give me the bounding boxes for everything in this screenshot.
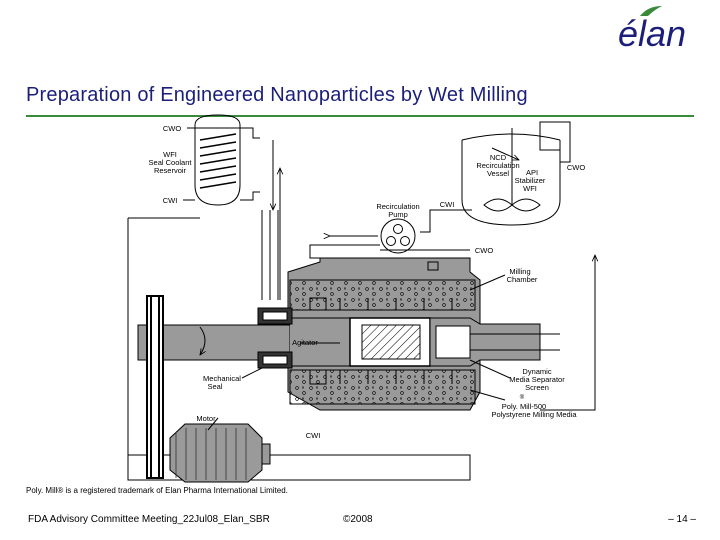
label-api-2: Stabilizer [515, 176, 546, 185]
label-milling-2: Chamber [507, 275, 538, 284]
chamber-inner-bottom [289, 369, 476, 405]
elan-logo: élan [604, 2, 714, 56]
label-wfi-3: Reservoir [154, 166, 187, 175]
agitator-rotor-hatch [361, 324, 421, 360]
label-cwo-right: CWO [567, 163, 585, 172]
label-media-2: Polystyrene Milling Media [491, 410, 577, 419]
outlet-pipe [470, 333, 560, 351]
mechanical-seal-bottom-inner [262, 355, 288, 365]
label-screen-2: Media Separator [509, 375, 565, 384]
leader-media-screen [469, 359, 511, 379]
label-media-1: Poly. Mill-500 [502, 402, 546, 411]
label-seal-1: Mechanical [203, 374, 241, 383]
label-ncd-1: NCD [490, 153, 507, 162]
label-screen-3: Screen [525, 383, 549, 392]
mechanical-seal-top-inner [262, 311, 288, 321]
seal-coolant-reservoir [194, 114, 241, 206]
leader-milling-chamber [469, 274, 506, 291]
label-ncd-3: Vessel [487, 169, 509, 178]
cwi-left-line [183, 191, 260, 201]
chamber-top-port [427, 261, 439, 271]
label-agitator: Agitator [292, 338, 318, 347]
label-milling-1: Milling [509, 267, 530, 276]
cwo-mid-line [309, 244, 470, 259]
recirculation-pump [380, 218, 416, 254]
label-wfi-2: Seal Coolant [149, 158, 193, 167]
label-seal-2: Seal [207, 382, 222, 391]
footer-page-number: – 14 – [668, 514, 696, 525]
label-cwi-mid: CWI [440, 200, 455, 209]
leader-media [469, 389, 506, 401]
cwo-right-line [539, 121, 571, 163]
drive-belt [146, 295, 164, 479]
chamber-inner-top [289, 279, 476, 311]
label-wfi-1: WFI [163, 150, 177, 159]
label-motor: Motor [196, 414, 216, 423]
footer-meeting: FDA Advisory Committee Meeting_22Jul08_E… [28, 514, 270, 525]
label-screen-1: Dynamic [522, 367, 551, 376]
motor [169, 423, 271, 483]
slide-title: Preparation of Engineered Nanoparticles … [26, 84, 528, 106]
logo-swoosh-icon [640, 6, 662, 16]
label-cwi-left: CWI [163, 196, 178, 205]
label-cwo-top: CWO [163, 124, 181, 133]
logo-wordmark: élan [618, 13, 686, 54]
cwo-top-line [187, 127, 260, 139]
label-api-1: API [526, 168, 538, 177]
rotation-arrow [200, 326, 205, 355]
footer-copyright: ©2008 [343, 514, 373, 525]
return-line [540, 255, 596, 411]
label-cwi-bottom: CWI [306, 431, 321, 440]
label-pump-2: Pump [388, 210, 408, 219]
seal-coolant-lines [261, 210, 279, 300]
trademark-note: Poly. Mill® is a registered trademark of… [26, 486, 288, 495]
screen-inner [435, 325, 471, 359]
label-api-3: WFI [523, 184, 537, 193]
label-ncd-2: Recirculation [476, 161, 519, 170]
title-rule [26, 115, 694, 117]
leader-motor [207, 417, 219, 431]
label-media-mark: ® [520, 394, 525, 401]
rotor-tabs [309, 297, 453, 385]
vessel-to-pump-line [420, 209, 462, 233]
label-cwo-mid: CWO [475, 246, 493, 255]
label-pump-1: Recirculation [376, 202, 419, 211]
leader-mech-seal [241, 367, 263, 379]
